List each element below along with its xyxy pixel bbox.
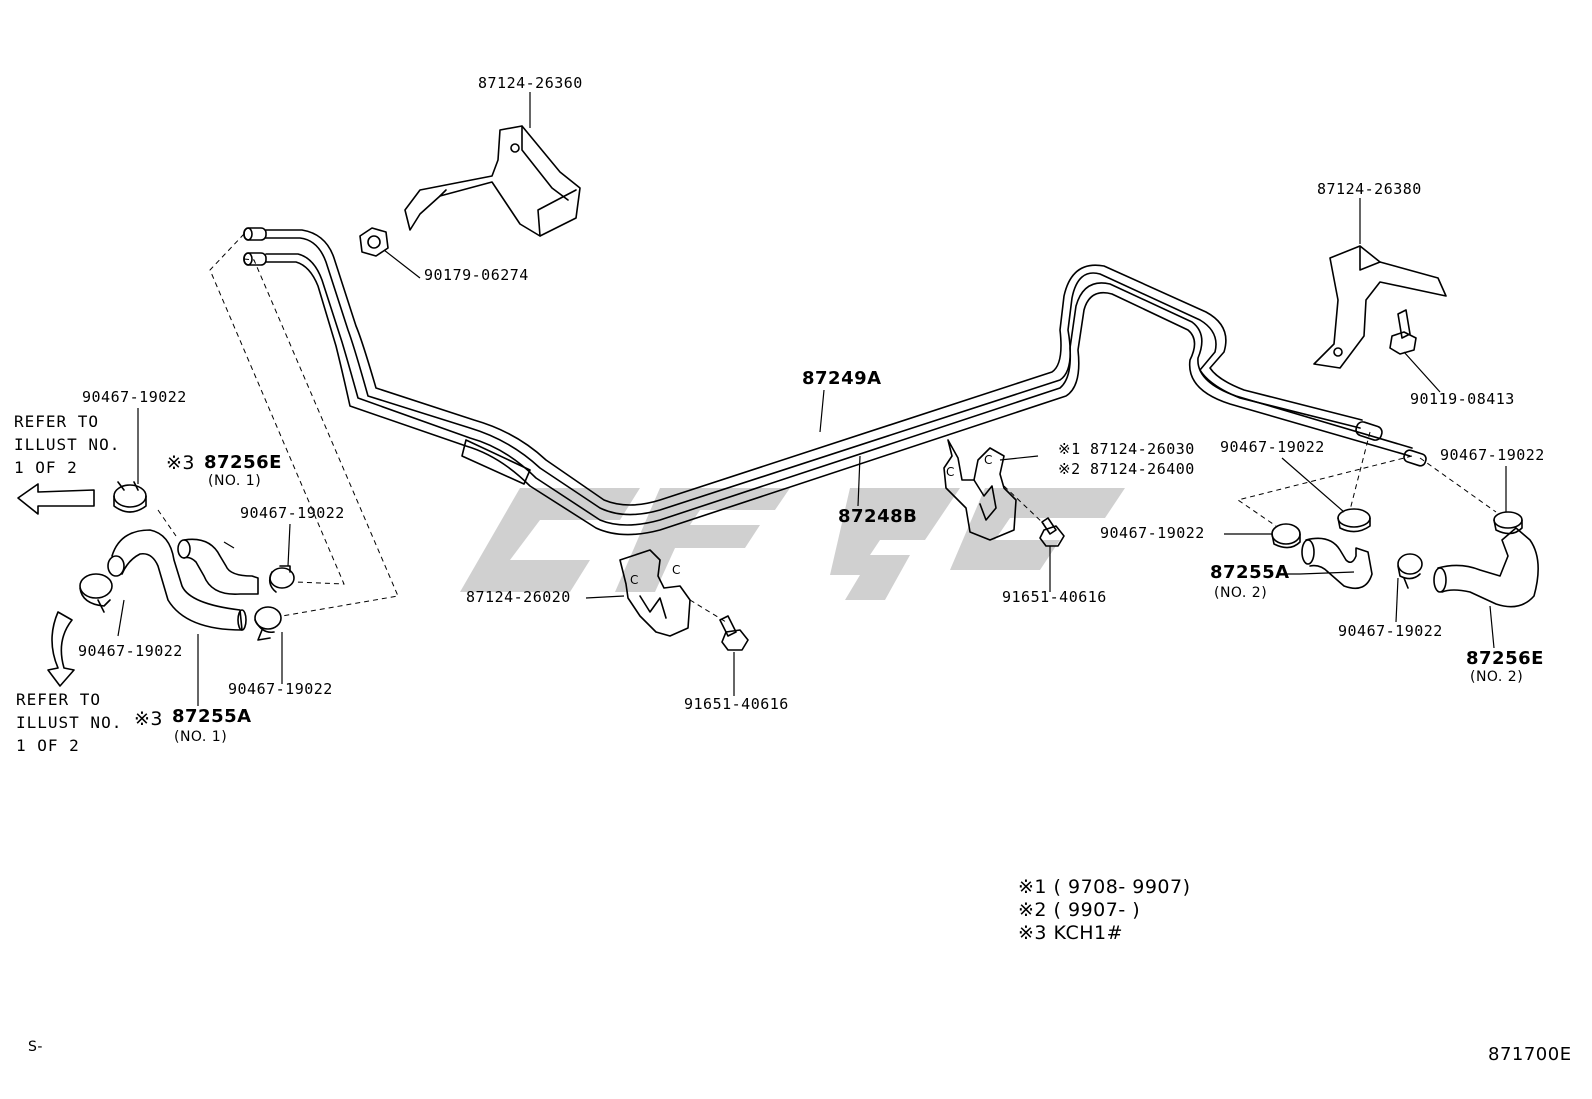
marker-1: ※1 — [1058, 440, 1081, 458]
label-87124-26400: 87124-26400 — [1090, 460, 1195, 478]
legend-line-1: ※1 ( 9708- 9907) — [1018, 876, 1191, 898]
tube-grommet — [461, 439, 531, 485]
label-87248B: 87248B — [838, 506, 918, 527]
label-clamp-right-c: 90467-19022 — [1338, 622, 1443, 640]
label-clamp-left-mid: 90467-19022 — [240, 504, 345, 522]
label-clamp-left-lower: 90467-19022 — [228, 680, 333, 698]
label-no1-top: (NO. 1) — [208, 473, 262, 489]
bolt-91651-40616-right — [1039, 517, 1065, 547]
tube-end-fitting-right — [1355, 421, 1427, 467]
marker-3-bottom: ※3 — [134, 708, 164, 730]
hose-87256E-right — [1433, 527, 1539, 608]
label-clamp-right-d: 90467-19022 — [1440, 446, 1545, 464]
marker-3-top: ※3 — [166, 452, 196, 474]
hose-clamp-left-lower — [254, 606, 282, 641]
marker-2: ※2 — [1058, 460, 1081, 478]
label-87256E-left: 87256E — [204, 452, 282, 473]
label-clamp-right-b: 90467-19022 — [1220, 438, 1325, 456]
tube-87249A — [265, 229, 1363, 516]
label-clamp-top-left: 90467-19022 — [82, 388, 187, 406]
label-87124-26030: 87124-26030 — [1090, 440, 1195, 458]
label-87255A-left: 87255A — [172, 706, 252, 727]
label-87256E-right: 87256E — [1466, 648, 1544, 669]
label-no2-right: (NO. 2) — [1470, 669, 1524, 685]
hose-87255A-right — [1301, 537, 1373, 590]
label-clamp-right-a: 90467-19022 — [1100, 524, 1205, 542]
label-87124-26020: 87124-26020 — [466, 588, 571, 606]
legend-line-3: ※3 KCH1# — [1018, 922, 1124, 944]
svg-text:C: C — [946, 465, 954, 479]
label-no1-bottom: (NO. 1) — [174, 729, 228, 745]
hose-clamp-right-a — [1271, 523, 1301, 549]
bolt-90119-08413 — [1389, 309, 1417, 355]
arrow-left-icon — [17, 483, 95, 515]
hose-clamp-left-bottom — [79, 573, 113, 613]
svg-text:C: C — [984, 453, 992, 467]
label-87249A: 87249A — [802, 368, 882, 389]
bolt-91651-40616-center — [719, 615, 749, 651]
label-90179-06274: 90179-06274 — [424, 266, 529, 284]
label-91651-40616-center: 91651-40616 — [684, 695, 789, 713]
legend-line-2: ※2 ( 9907- ) — [1018, 899, 1141, 921]
label-clamp-left-bottom: 90467-19022 — [78, 642, 183, 660]
label-87255A-right: 87255A — [1210, 562, 1290, 583]
label-91651-40616-right: 91651-40616 — [1002, 588, 1107, 606]
dashed-assembly-lines — [157, 233, 1497, 623]
hose-clamp-right-d — [1493, 511, 1523, 535]
nut-90179-06274 — [359, 227, 389, 257]
corner-code-left: S- — [28, 1039, 43, 1055]
hose-87256E-left — [177, 538, 259, 595]
bracket-87124-26380 — [1313, 245, 1447, 369]
refer-to-illust-bottom: REFER TO ILLUST NO. 1 OF 2 — [16, 690, 123, 755]
refer-to-illust-top: REFER TO ILLUST NO. 1 OF 2 — [14, 412, 121, 477]
label-87124-26380: 87124-26380 — [1317, 180, 1422, 198]
hose-clamp-left-top — [113, 481, 147, 513]
bracket-87124-26360 — [404, 125, 581, 237]
tube-87248B — [265, 253, 1413, 536]
clamp-87124-26020: C C — [619, 549, 691, 637]
label-87124-26360: 87124-26360 — [478, 74, 583, 92]
clamp-87124-26030: C C — [943, 439, 1017, 541]
hose-clamp-left-mid — [268, 565, 295, 593]
curved-arrow-down-icon — [47, 611, 75, 687]
label-no2-left: (NO. 2) — [1214, 585, 1268, 601]
hose-87255A-left — [107, 529, 247, 631]
svg-text:C: C — [672, 563, 680, 577]
hose-clamp-right-b — [1337, 508, 1371, 533]
leader-lines — [117, 92, 1507, 706]
figure-code: 871700E — [1488, 1044, 1572, 1065]
svg-text:C: C — [630, 573, 638, 587]
hose-clamp-right-c — [1397, 553, 1423, 589]
label-90119-08413: 90119-08413 — [1410, 390, 1515, 408]
